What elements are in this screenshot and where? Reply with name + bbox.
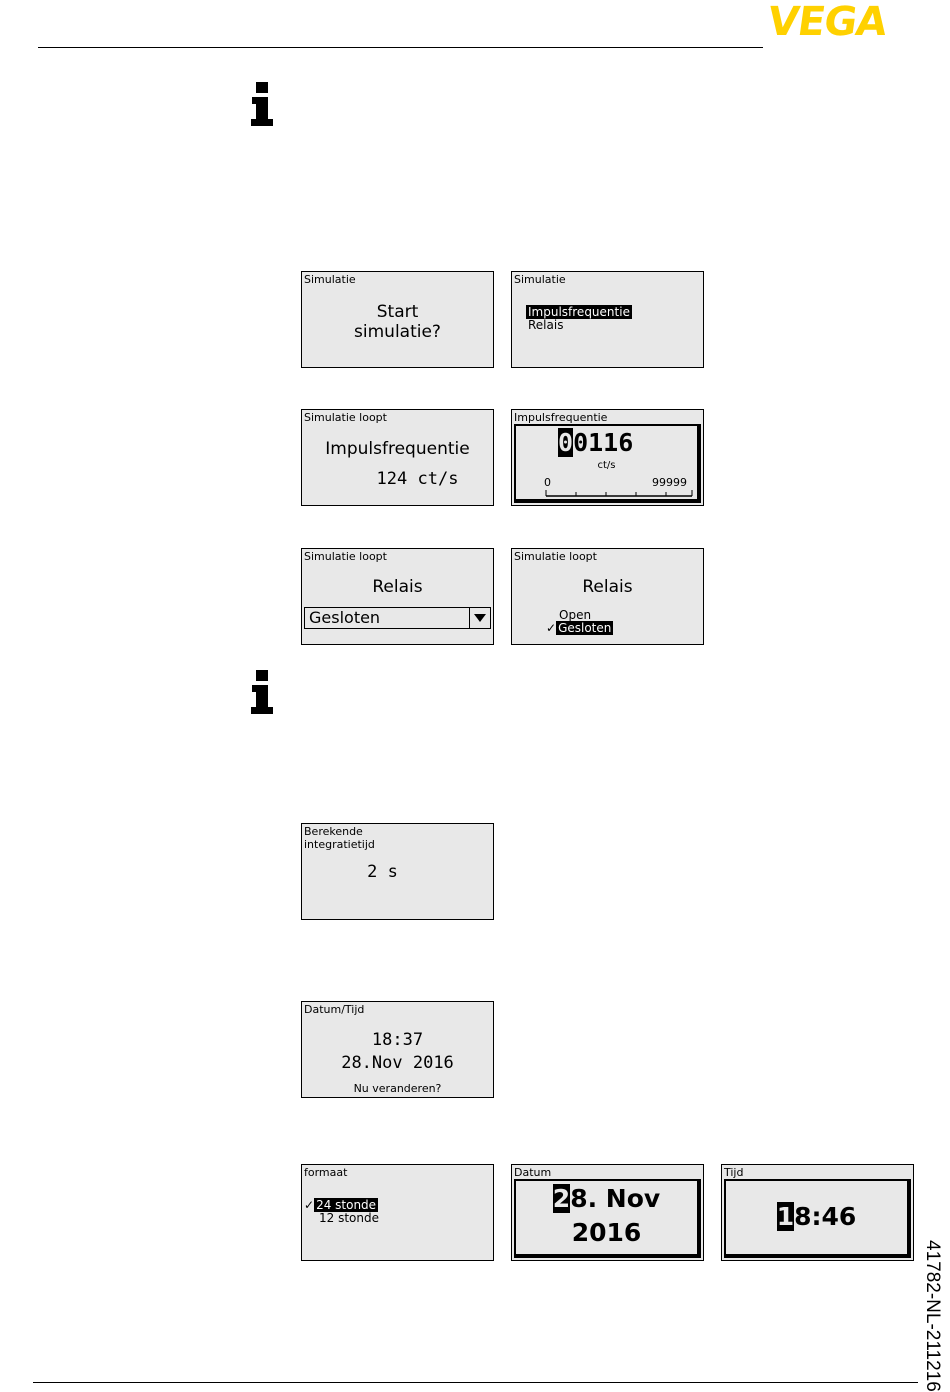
display-simulation-menu: Simulatie Impulsfrequentie Relais [511,271,704,368]
screen-title: Simulatie [304,273,356,286]
start-line: Start [376,302,419,322]
change-prompt[interactable]: Nu veranderen? [353,1082,442,1095]
display-time-format: formaat ✓24 stonde 12 stonde [301,1164,494,1261]
screen-title: Simulatie loopt [304,550,387,563]
option-24-hour[interactable]: 24 stonde [314,1198,379,1212]
scale-max: 99999 [652,476,687,489]
header-rule [38,47,763,48]
display-frequency-editor: Impulsfrequentie 00116 ct/s 0 99999 [511,409,704,506]
unit-label: ct/s [597,460,616,471]
display-date-editor: Datum 28. Nov 2016 [511,1164,704,1261]
display-start-simulation: Simulatie Start simulatie? [301,271,494,368]
date-day-month: 8. Nov [570,1184,661,1213]
display-running-relay: Simulatie loopt Relais Gesloten [301,548,494,645]
digit-cursor[interactable]: 0 [558,428,574,457]
simulation-question: simulatie? [354,322,441,342]
frequency-digits: 0116 [573,428,634,457]
screen-title: Impulsfrequentie [514,411,608,424]
display-integration-time: Berekende integratietijd 2 s [301,823,494,920]
vega-logo: VEGA [764,0,890,45]
time-rest: 8:46 [794,1202,857,1231]
screen-title: Tijd [724,1166,744,1179]
time-cursor[interactable]: 1 [776,1202,795,1231]
time-value: 18:37 [371,1030,424,1050]
relay-label: Relais [582,577,633,597]
option-12-hour[interactable]: 12 stonde [319,1211,379,1225]
screen-title: Datum [514,1166,552,1179]
screen-title: formaat [304,1166,348,1179]
check-icon: ✓ [546,621,557,635]
info-icon [251,82,273,126]
date-value: 28.Nov 2016 [341,1053,454,1073]
document-number: 41782-NL-211216 [922,1240,943,1392]
display-running-frequency: Simulatie loopt Impulsfrequentie 124 ct/… [301,409,494,506]
date-year: 2016 [571,1218,642,1247]
chevron-down-icon[interactable] [469,608,490,628]
frequency-label: Impulsfrequentie [325,439,470,459]
check-icon: ✓ [304,1198,315,1212]
display-relay-options: Simulatie loopt Relais Open ✓Gesloten [511,548,704,645]
menu-item-relais[interactable]: Relais [528,318,564,332]
scale-min: 0 [544,476,551,489]
screen-title: Simulatie loopt [304,411,387,424]
screen-title-line1: Berekende [304,825,363,838]
relay-label: Relais [372,577,423,597]
option-gesloten[interactable]: Gesloten [556,621,614,635]
frequency-value: 124 ct/s [376,469,459,489]
relay-dropdown[interactable]: Gesloten [304,607,491,629]
info-icon [251,670,273,714]
option-open[interactable]: Open [559,608,592,622]
screen-title: Simulatie [514,273,566,286]
screen-title-line2: integratietijd [304,838,375,851]
display-time-editor: Tijd 18:46 [721,1164,914,1261]
menu-item-impulsfrequentie[interactable]: Impulsfrequentie [526,305,632,319]
date-cursor[interactable]: 2 [552,1184,571,1213]
screen-title: Simulatie loopt [514,550,597,563]
integration-value: 2 s [367,862,398,882]
footer-rule [33,1382,918,1383]
relay-dropdown-value: Gesloten [309,608,381,627]
screen-title: Datum/Tijd [304,1003,365,1016]
scale-bar [545,490,693,497]
display-date-time: Datum/Tijd 18:37 28.Nov 2016 Nu verander… [301,1001,494,1098]
